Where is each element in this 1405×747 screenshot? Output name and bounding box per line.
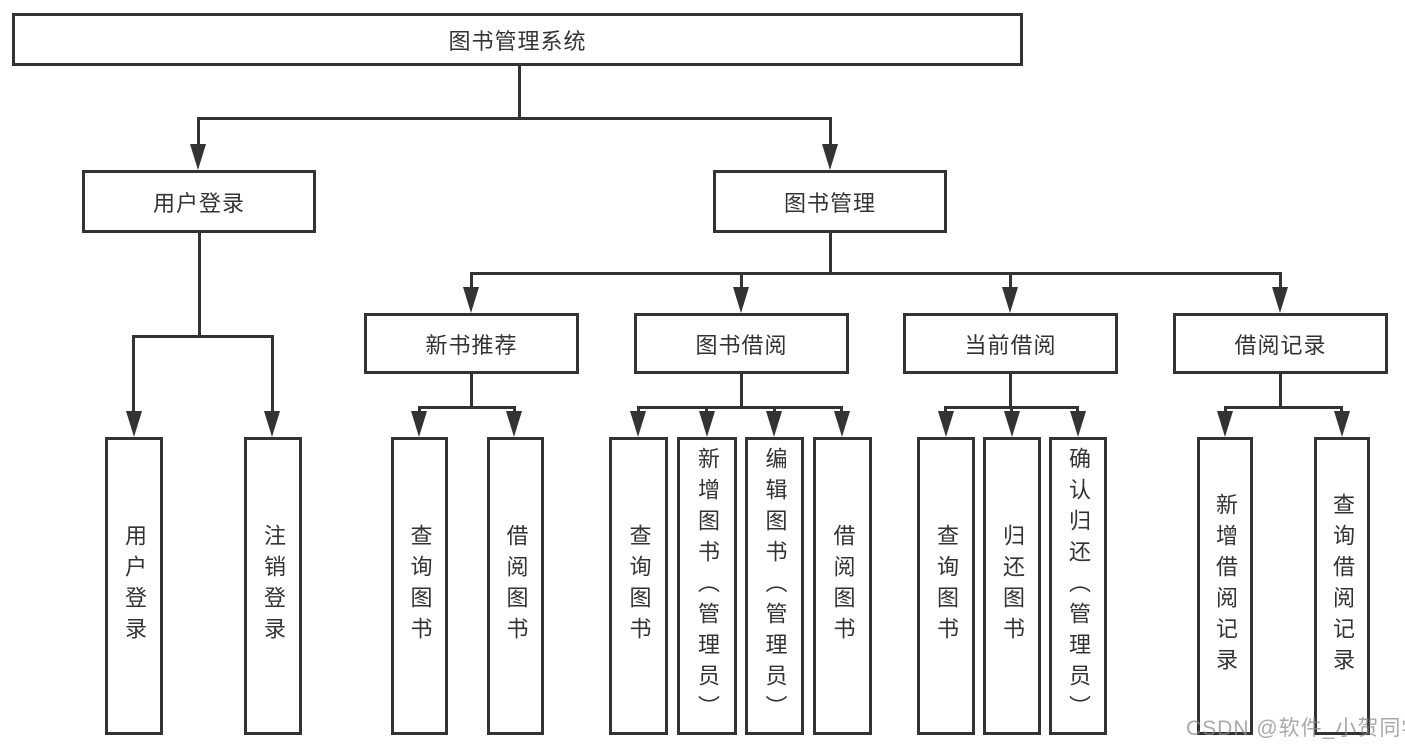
connector-line [470,272,1281,275]
connector-line [1009,272,1012,292]
arrow-down-icon [1272,287,1288,313]
connector-line [829,117,832,149]
leaf-edit-book-admin-label: 编辑图书（管理员） [762,446,788,726]
node-borrow-record: 借阅记录 [1173,313,1388,374]
leaf-add-book-admin-label: 新增图书（管理员） [695,446,720,726]
connector-line [470,272,473,292]
node-root: 图书管理系统 [12,13,1023,66]
leaf-confirm-return-admin: 确认归还（管理员） [1049,437,1107,735]
node-new-book-recommend: 新书推荐 [364,313,579,374]
arrow-down-icon [938,411,954,437]
connector-line [470,374,473,409]
node-new-book-recommend-label: 新书推荐 [425,332,518,358]
arrow-down-icon [822,144,838,170]
connector-line [740,374,743,409]
leaf-add-borrow-record: 新增借阅记录 [1197,437,1253,735]
arrow-down-icon [630,411,646,437]
connector-line [271,335,274,413]
leaf-query-borrow-record-label: 查询借阅记录 [1330,493,1355,679]
arrow-down-icon [699,411,715,437]
connector-line [740,272,743,292]
leaf-return-book: 归还图书 [983,437,1041,735]
connector-line [198,233,201,337]
connector-line [637,406,843,409]
arrow-down-icon [190,144,206,170]
leaf-user-login: 用户登录 [105,437,163,735]
leaf-query-borrow-record: 查询借阅记录 [1314,437,1370,735]
arrow-down-icon [1004,411,1020,437]
leaf-borrow-book-1-label: 借阅图书 [503,524,529,648]
arrow-down-icon [766,411,782,437]
connector-line [132,335,135,413]
leaf-logout: 注销登录 [244,437,302,735]
leaf-query-book-2-label: 查询图书 [626,524,652,648]
leaf-return-book-label: 归还图书 [1000,524,1025,648]
leaf-query-book-3-label: 查询图书 [934,524,959,648]
connector-line [1279,272,1282,292]
leaf-borrow-book-1: 借阅图书 [487,437,544,735]
node-user-login-label: 用户登录 [152,190,245,216]
arrow-down-icon [463,287,479,313]
arrow-down-icon [1070,411,1086,437]
leaf-edit-book-admin: 编辑图书（管理员） [745,437,804,735]
leaf-add-borrow-record-label: 新增借阅记录 [1213,493,1238,679]
arrow-down-icon [834,411,850,437]
leaf-query-book-3: 查询图书 [917,437,975,735]
arrow-down-icon [411,411,427,437]
node-book-borrow-label: 图书借阅 [695,332,788,358]
node-book-management: 图书管理 [713,170,947,233]
leaf-query-book-1: 查询图书 [391,437,448,735]
leaf-borrow-book-2: 借阅图书 [813,437,872,735]
node-current-borrow: 当前借阅 [903,313,1118,374]
node-current-borrow-label: 当前借阅 [964,332,1057,358]
connector-line [1224,406,1343,409]
connector-line [418,406,516,409]
connector-line [197,117,200,149]
leaf-user-login-label: 用户登录 [122,524,147,648]
arrow-down-icon [126,411,142,437]
node-book-management-label: 图书管理 [783,190,876,216]
arrow-down-icon [264,411,280,437]
connector-line [1009,374,1012,409]
leaf-add-book-admin: 新增图书（管理员） [677,437,737,735]
arrow-down-icon [733,287,749,313]
connector-line [1279,374,1282,409]
leaf-logout-label: 注销登录 [261,524,286,648]
node-root-label: 图书管理系统 [448,28,587,54]
leaf-query-book-2: 查询图书 [609,437,668,735]
arrow-down-icon [1002,287,1018,313]
arrow-down-icon [1217,411,1233,437]
arrow-down-icon [1334,411,1350,437]
watermark-text: CSDN @软件_小贺同学 [1186,717,1405,740]
connector-line [197,117,832,120]
arrow-down-icon [506,411,522,437]
leaf-query-book-1-label: 查询图书 [407,524,433,648]
connector-line [518,66,521,119]
connector-line [132,335,274,338]
leaf-confirm-return-admin-label: 确认归还（管理员） [1066,446,1091,726]
connector-line [829,233,832,275]
node-book-borrow: 图书借阅 [634,313,849,374]
leaf-borrow-book-2-label: 借阅图书 [830,524,856,648]
node-user-login: 用户登录 [82,170,316,233]
node-borrow-record-label: 借阅记录 [1234,332,1327,358]
